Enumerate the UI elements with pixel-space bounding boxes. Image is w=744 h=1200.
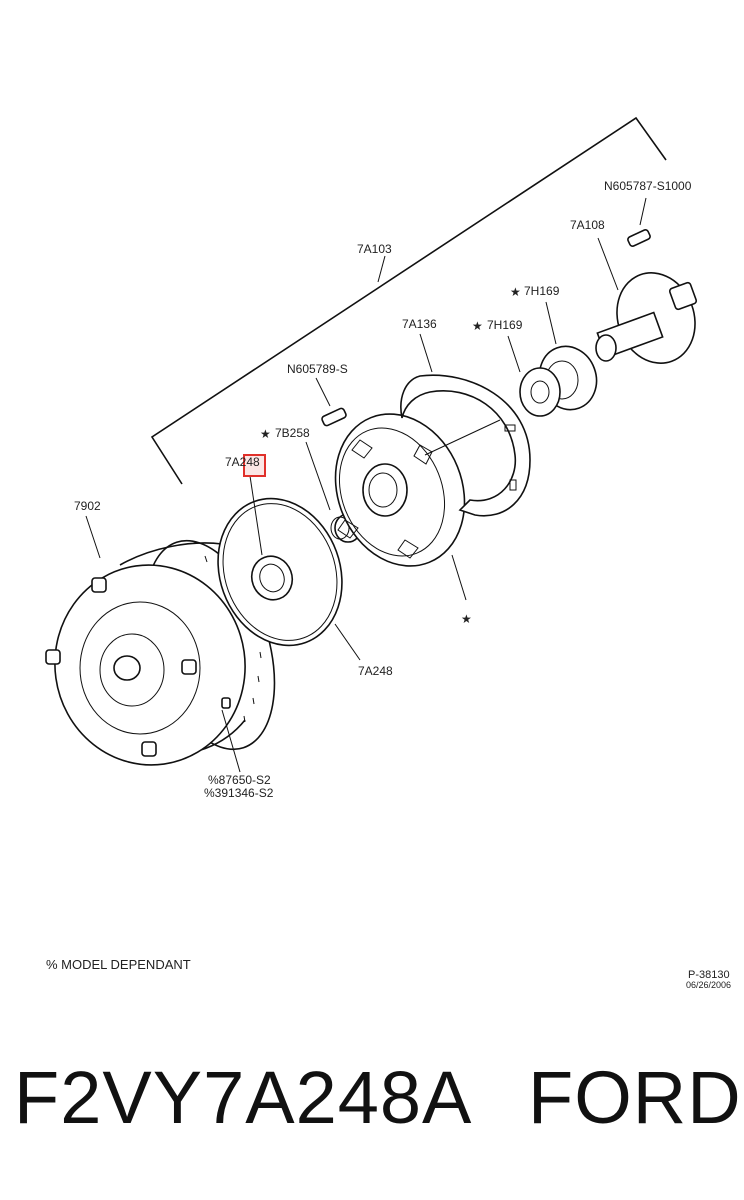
front-seal	[250, 555, 294, 601]
figure-date: 06/26/2006	[686, 980, 731, 990]
assembly-bracket	[150, 116, 667, 485]
label-bolt-a: %87650-S2	[208, 773, 271, 787]
leader-lines	[85, 197, 647, 773]
label-7a108: 7A108	[570, 218, 605, 232]
label-bolt-b: %391346-S2	[204, 786, 274, 800]
bolt-n605787	[627, 229, 651, 247]
label-n605787: N605787-S1000	[604, 179, 692, 193]
label-n605789: N605789-S	[287, 362, 348, 376]
pump-gears	[519, 345, 598, 417]
label-7a248-top: 7A248	[225, 455, 260, 469]
label-7a248-bottom: 7A248	[358, 664, 393, 678]
footer-caption: F2VY7A248A FORD	[0, 1055, 744, 1155]
star-7h169-a: ★	[510, 285, 521, 299]
model-dependant-note: % MODEL DEPENDANT	[46, 957, 191, 972]
label-7h169-b: 7H169	[487, 318, 523, 332]
label-7a103: 7A103	[357, 242, 392, 256]
label-7a136: 7A136	[402, 317, 437, 331]
bolt-n605789	[321, 407, 347, 427]
pump-body	[334, 413, 501, 567]
star-pump: ★	[461, 612, 472, 626]
part-number: F2VY7A248A	[14, 1056, 473, 1139]
stator-support	[595, 272, 698, 364]
star-7b258: ★	[260, 427, 271, 441]
brand-name: FORD	[528, 1056, 742, 1139]
torque-converter	[45, 539, 276, 766]
label-7902: 7902	[74, 499, 101, 513]
figure-reference: P-38130	[688, 969, 730, 981]
label-7b258: 7B258	[275, 426, 310, 440]
pump-cover-gasket	[400, 374, 531, 517]
exploded-view-diagram: N605787-S1000 7A108 7A103 ★ 7H169 7A136 …	[45, 116, 731, 990]
star-7h169-b: ★	[472, 319, 483, 333]
label-7h169-a: 7H169	[524, 284, 560, 298]
highlight-box	[243, 454, 266, 477]
